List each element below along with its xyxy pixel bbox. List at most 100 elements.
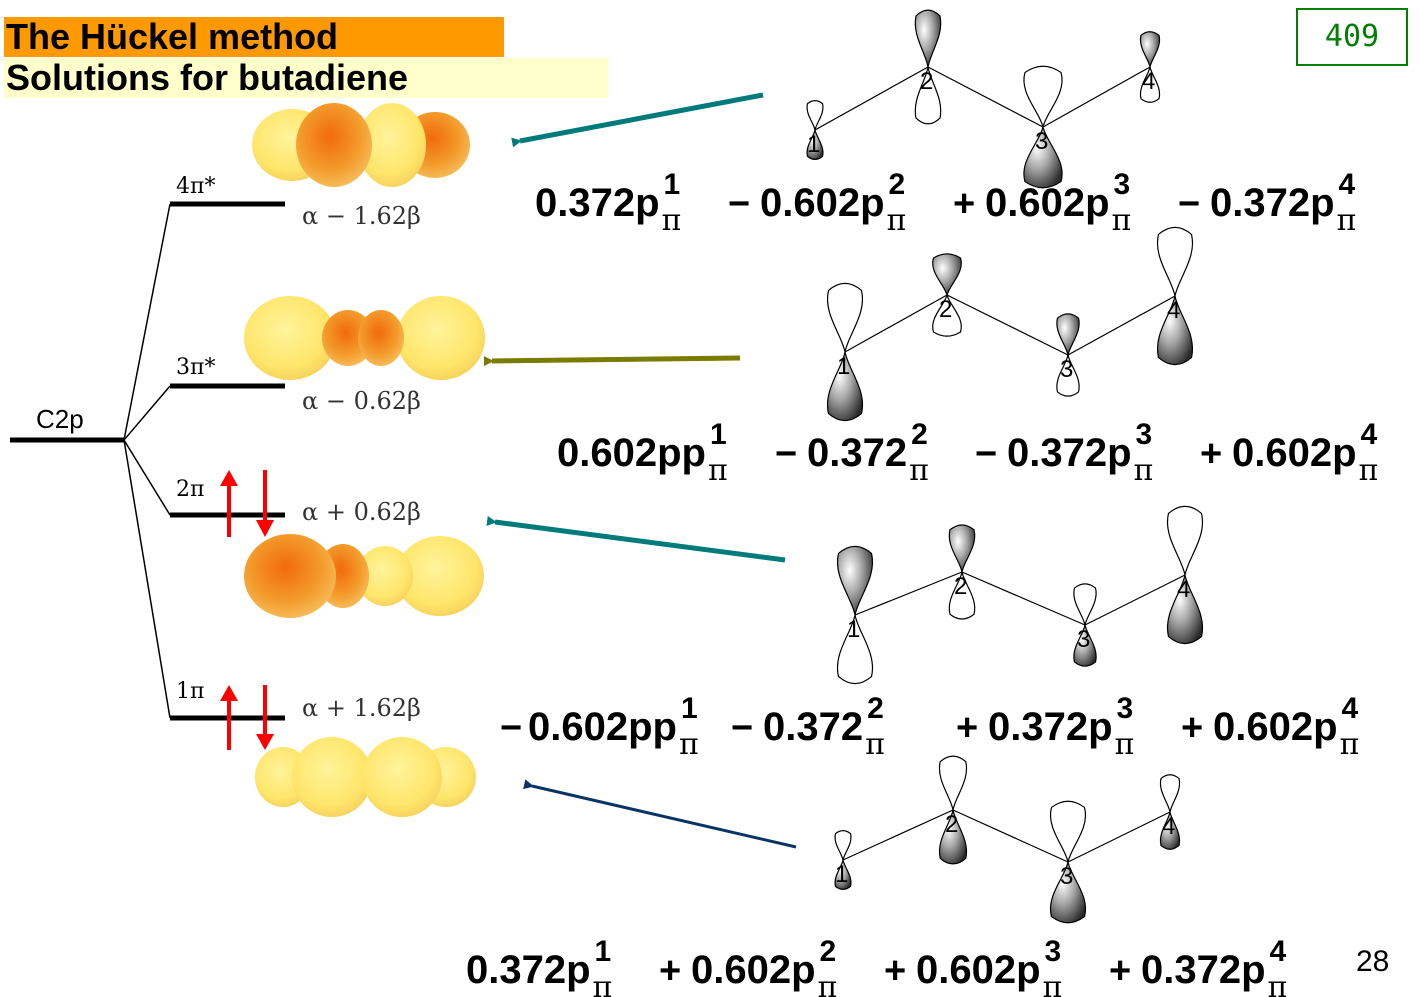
p-orbital-lobe-lower bbox=[834, 859, 852, 890]
p-orbital-lobe-lower bbox=[1159, 811, 1181, 850]
equation-coefficient: 0.372 bbox=[807, 431, 907, 475]
equation-coefficient: 0.372p bbox=[1007, 431, 1132, 475]
atom-label: 3 bbox=[1060, 863, 1073, 890]
p-orbital-lobe-lower bbox=[1139, 66, 1161, 103]
p-orbital-lobe-lower bbox=[948, 571, 976, 620]
equation-coefficient: 0.602p bbox=[760, 181, 885, 225]
equation-sign: + bbox=[659, 950, 681, 992]
slide-number: 28 bbox=[1356, 945, 1390, 978]
equation-coefficient: 0.602pp bbox=[557, 431, 706, 475]
level-energy-4: α − 1.62β bbox=[302, 202, 421, 230]
bond-line bbox=[1067, 295, 1176, 356]
equation-subscript: π bbox=[1134, 453, 1154, 488]
level-name-2: 2π bbox=[176, 477, 204, 502]
bond-line bbox=[1067, 811, 1171, 863]
equation-superscript: 1 bbox=[681, 692, 698, 725]
bond-line bbox=[961, 571, 1086, 626]
arrow-mo3 bbox=[483, 355, 741, 367]
level-name-4: 4π* bbox=[176, 174, 215, 199]
mo-density-4 bbox=[252, 103, 470, 187]
bond-line bbox=[1042, 66, 1151, 128]
equation-coefficient: 0.372p bbox=[988, 705, 1113, 749]
equation-superscript: 1 bbox=[664, 168, 681, 201]
equation-superscript: 4 bbox=[1361, 418, 1378, 451]
p-orbital-lobe-lower bbox=[1166, 574, 1204, 645]
equation-sign: + bbox=[953, 183, 975, 225]
bond-line bbox=[946, 294, 1069, 356]
equation-superscript: 2 bbox=[911, 418, 928, 451]
equation-subscript: π bbox=[1112, 203, 1132, 238]
equation-sign: + bbox=[1200, 433, 1222, 475]
equation-superscript: 4 bbox=[1270, 935, 1287, 968]
equation-sign: − bbox=[731, 707, 753, 749]
mo-density-3 bbox=[244, 296, 485, 380]
bond-line bbox=[854, 571, 963, 616]
connector-4 bbox=[123, 203, 171, 441]
atom-label: 4 bbox=[1142, 68, 1155, 95]
p-orbital-lobe-upper bbox=[1156, 226, 1194, 297]
atom-label: 3 bbox=[1060, 356, 1073, 383]
equation-subscript: π bbox=[1337, 203, 1357, 238]
p-orbital-lobe-lower bbox=[938, 809, 968, 865]
p-orbital-lobe-lower bbox=[914, 66, 942, 125]
p-orbital-lobe-upper bbox=[914, 9, 942, 68]
bond-line bbox=[927, 66, 1044, 128]
p-orbital-lobe-lower bbox=[1073, 624, 1097, 667]
atom-label: 4 bbox=[1162, 813, 1175, 840]
p-orbital-lobe-upper bbox=[938, 755, 968, 811]
equation-sign: − bbox=[500, 707, 522, 749]
p-orbital-lobe-lower bbox=[1023, 126, 1063, 189]
equation-coefficient: 0.372p bbox=[466, 948, 591, 992]
equation-coefficient: 0.372p bbox=[535, 181, 660, 225]
arrow-mo1 bbox=[523, 779, 797, 849]
level-energy-1: α + 1.62β bbox=[302, 694, 421, 722]
equation-subscript: π bbox=[909, 453, 929, 488]
atom-label: 2 bbox=[954, 573, 967, 600]
atom-label: 1 bbox=[835, 861, 848, 888]
equation-sign: − bbox=[1178, 183, 1200, 225]
bond-line bbox=[814, 66, 929, 131]
atom-label: 1 bbox=[847, 616, 860, 643]
equation-superscript: 2 bbox=[820, 935, 837, 968]
p-orbital-lobe-upper bbox=[806, 100, 824, 131]
equation-superscript: 3 bbox=[1114, 168, 1131, 201]
equation-coefficient: 0.602p bbox=[916, 948, 1041, 992]
atom-label: 4 bbox=[1177, 576, 1190, 603]
equation-coefficient: 0.372p bbox=[1210, 181, 1335, 225]
equation-coefficient: 0.602p bbox=[1213, 705, 1338, 749]
equation-coefficient: 0.372p bbox=[1141, 948, 1266, 992]
equation-subscript: π bbox=[1359, 453, 1379, 488]
equation-subscript: π bbox=[708, 453, 728, 488]
p-orbital-lobe-lower bbox=[1049, 861, 1087, 924]
p-orbital-lobe-lower bbox=[932, 292, 962, 337]
equation-subscript: π bbox=[1340, 727, 1360, 762]
equation-sign: − bbox=[728, 183, 750, 225]
electron-pair-1 bbox=[220, 685, 274, 750]
atom-label: 1 bbox=[837, 353, 850, 380]
equation-superscript: 4 bbox=[1339, 168, 1356, 201]
p-orbital-lobe-upper bbox=[1166, 505, 1204, 576]
equation-sign: + bbox=[1181, 707, 1203, 749]
electron-pair-2 bbox=[220, 470, 274, 537]
equation-superscript: 3 bbox=[1136, 418, 1153, 451]
connector-2 bbox=[123, 439, 171, 516]
atom-label: 4 bbox=[1167, 297, 1180, 324]
equation-superscript: 3 bbox=[1045, 935, 1062, 968]
mo-density-2 bbox=[244, 534, 484, 618]
p-orbital-lobe-lower bbox=[826, 351, 864, 422]
equation-superscript: 1 bbox=[595, 935, 612, 968]
equation-coefficient: 0.602p bbox=[985, 181, 1110, 225]
equation-coefficient: 0.602p bbox=[691, 948, 816, 992]
slide-title: The Hückel method bbox=[4, 17, 504, 57]
mo-density-1 bbox=[255, 737, 476, 817]
equation-subscript: π bbox=[662, 203, 682, 238]
atom-label: 3 bbox=[1077, 626, 1090, 653]
equation-subscript: π bbox=[1268, 970, 1288, 997]
equation-superscript: 2 bbox=[889, 168, 906, 201]
level-energy-3: α − 0.62β bbox=[302, 387, 421, 415]
